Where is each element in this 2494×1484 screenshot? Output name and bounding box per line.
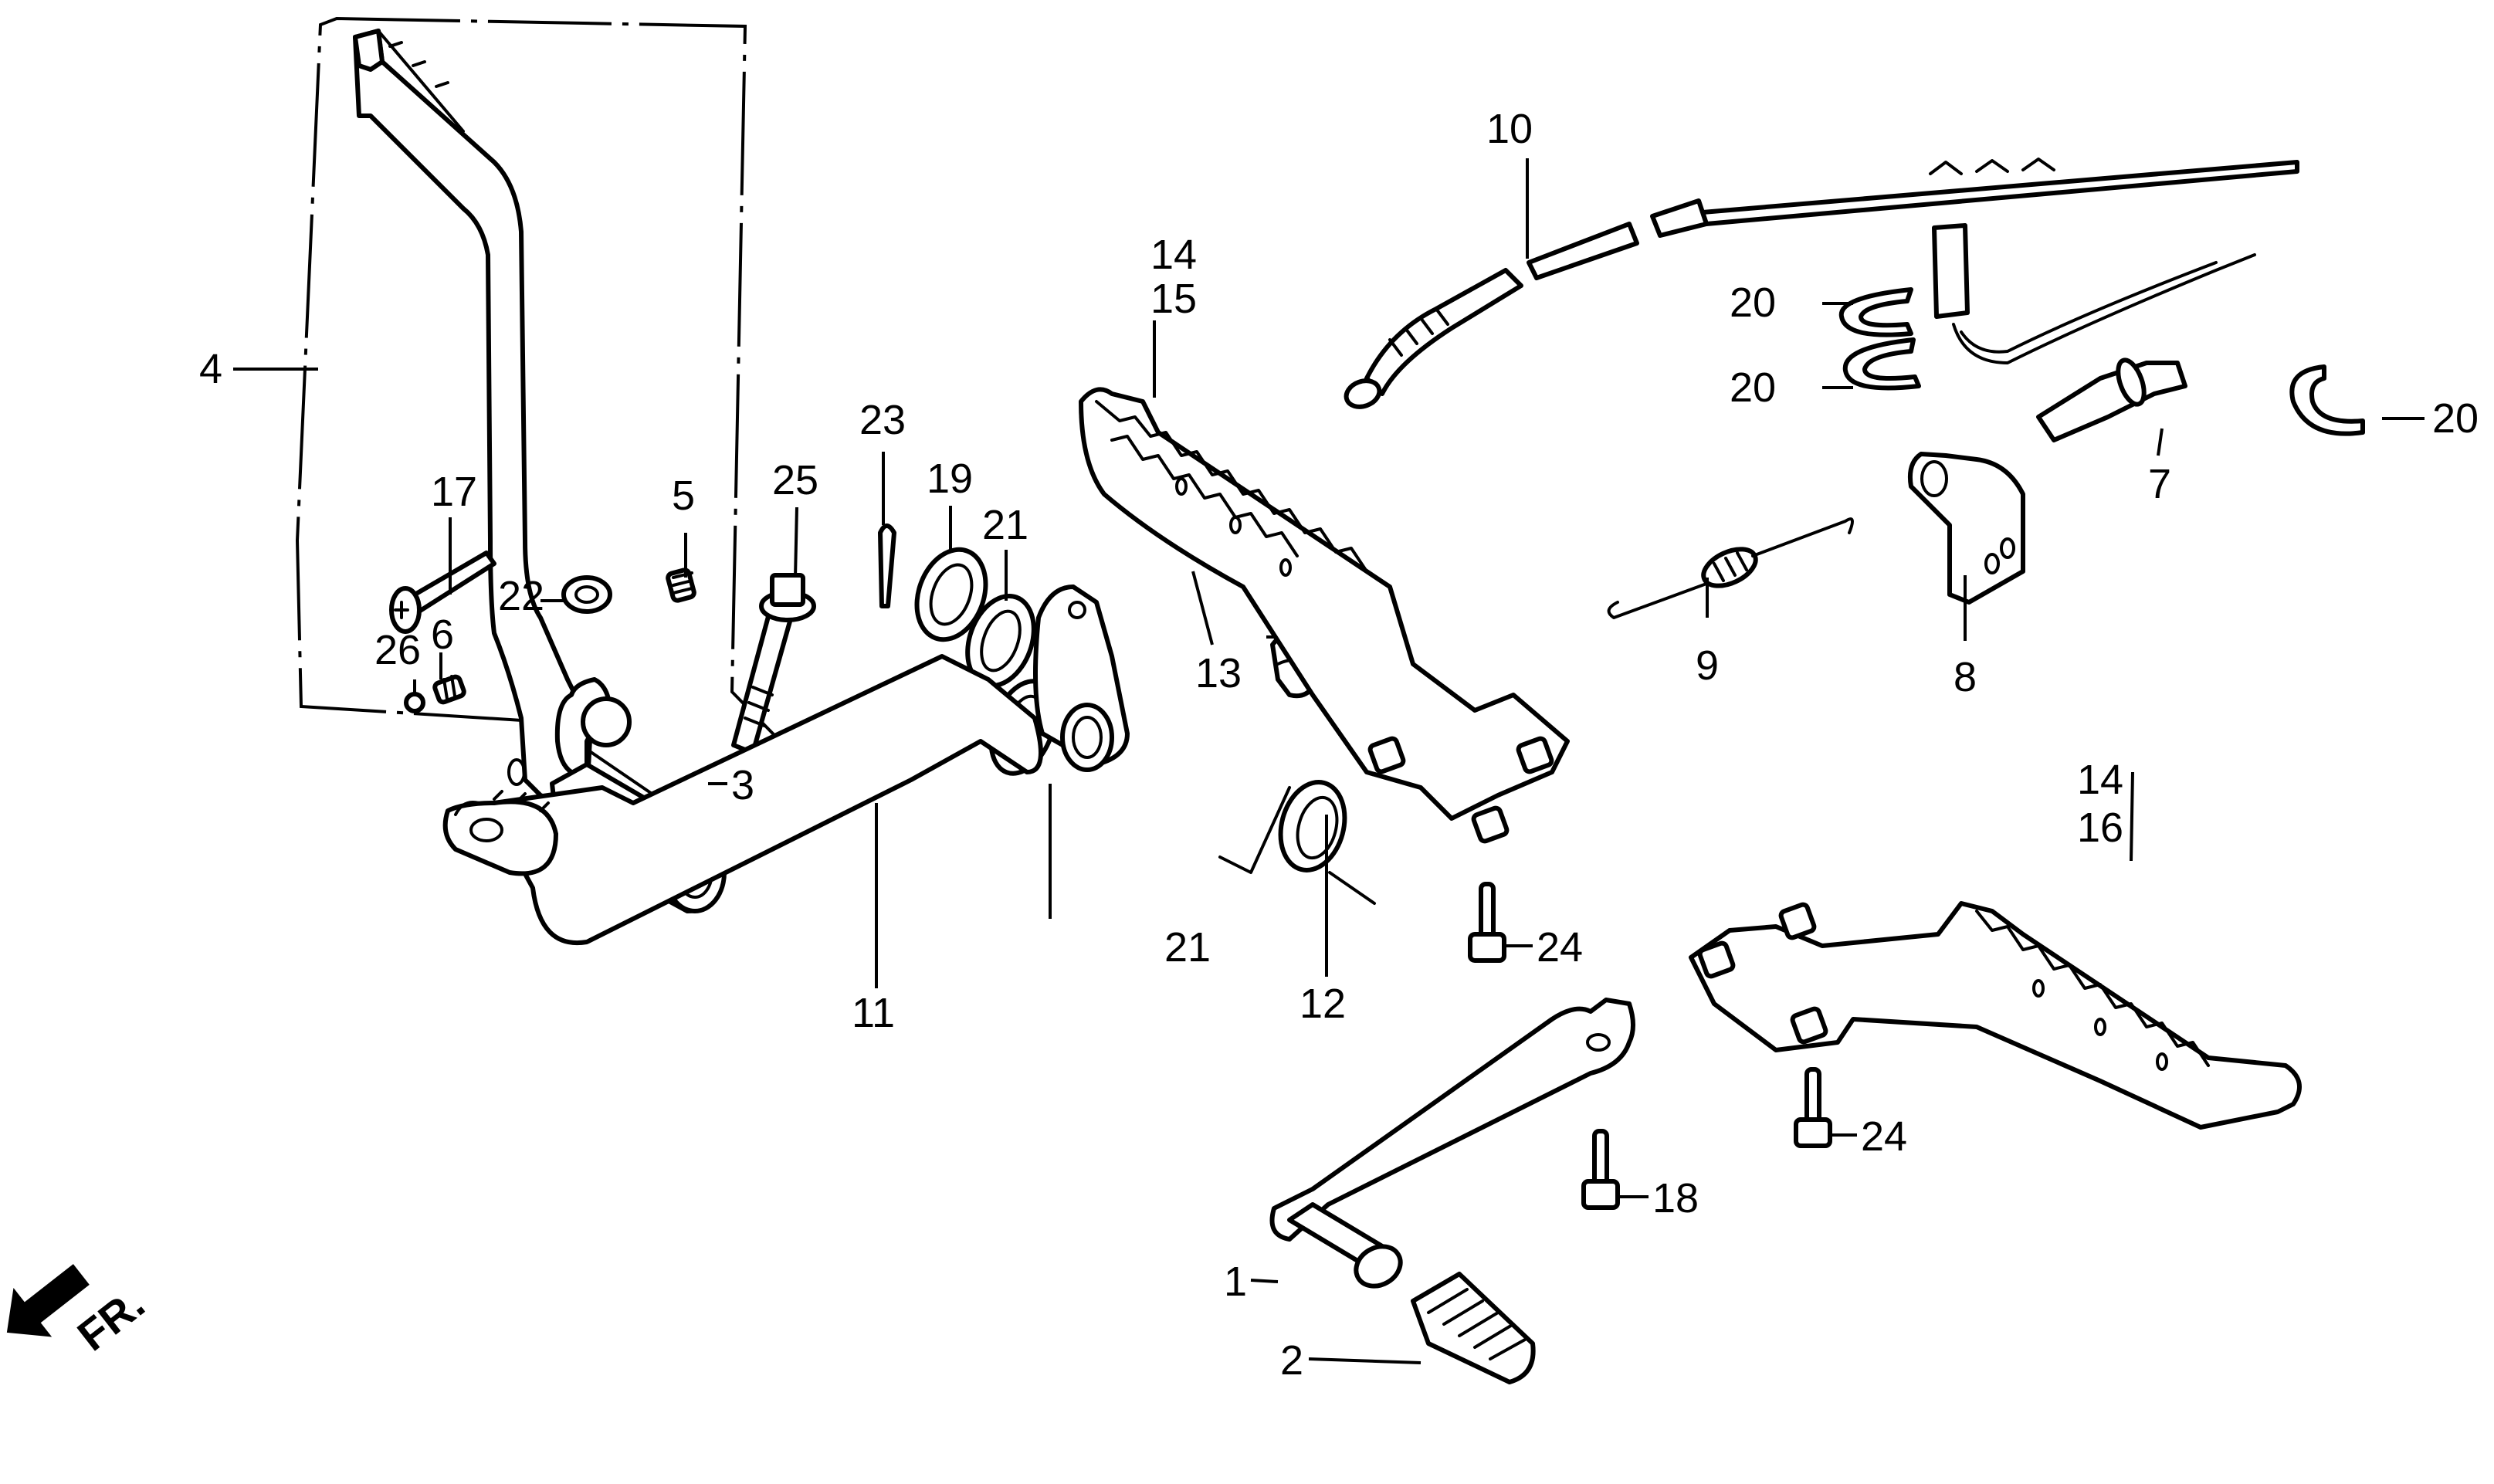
callout-26: 26 <box>374 627 421 673</box>
callout-10: 10 <box>1486 106 1533 152</box>
callout-16: 16 <box>2077 805 2123 851</box>
callout-20-c: 20 <box>2432 395 2479 442</box>
brake-cable-10[interactable] <box>1343 158 2299 412</box>
right-footpeg-15[interactable] <box>1079 387 1570 844</box>
callout-20-b: 20 <box>1730 364 1776 411</box>
callout-24-upper: 24 <box>1537 924 1583 971</box>
callout-14-upper: 14 <box>1150 232 1197 278</box>
callout-25: 25 <box>772 457 818 503</box>
callout-4: 4 <box>199 346 222 392</box>
hole-icon <box>507 758 526 786</box>
callout-6: 6 <box>431 612 454 658</box>
dust-seal-19[interactable] <box>905 540 998 649</box>
brake-light-switch-7[interactable] <box>1932 223 2256 442</box>
return-spring-9[interactable] <box>1607 517 1854 619</box>
flange-bolt-25[interactable] <box>731 573 816 755</box>
switch-bracket-8[interactable] <box>1907 452 2025 605</box>
callout-8: 8 <box>1954 654 1977 700</box>
front-direction-arrow-icon <box>6 1264 90 1337</box>
cotter-pin-23[interactable] <box>878 523 896 608</box>
callout-21-lower: 21 <box>1164 924 1211 971</box>
flange-bolt-24-upper[interactable] <box>1468 882 1506 963</box>
callout-23: 23 <box>859 397 906 443</box>
callout-labels: 4 17 5 25 22 6 26 3 23 19 21 21 11 12 13… <box>199 106 2479 1384</box>
callout-22: 22 <box>498 573 544 619</box>
callout-5: 5 <box>672 473 695 519</box>
washer-22[interactable] <box>561 575 612 614</box>
callout-24-lower: 24 <box>1861 1113 1907 1160</box>
spring-6[interactable] <box>432 674 466 705</box>
left-footpeg-16[interactable] <box>1689 901 2302 1130</box>
callout-15: 15 <box>1150 276 1197 322</box>
callout-2: 2 <box>1280 1337 1303 1384</box>
cable-clamp-20-a[interactable] <box>1838 287 1913 337</box>
pedal-return-spring-12[interactable] <box>1218 775 1376 905</box>
callout-18: 18 <box>1652 1175 1699 1221</box>
callout-1: 1 <box>1224 1259 1247 1305</box>
callout-12: 12 <box>1300 981 1346 1027</box>
callout-7: 7 <box>2148 461 2171 507</box>
pedal-rubber-2[interactable] <box>1411 1272 1536 1384</box>
screw-17[interactable] <box>389 551 496 634</box>
cable-clamp-20-c[interactable] <box>2289 364 2365 436</box>
brake-pedal-11[interactable] <box>442 584 1130 946</box>
callout-17: 17 <box>431 469 477 515</box>
callout-13: 13 <box>1195 650 1242 696</box>
flange-bolt-24-lower[interactable] <box>1794 1067 1832 1148</box>
callout-11: 11 <box>852 990 895 1036</box>
spring-5[interactable] <box>666 568 696 603</box>
callout-19: 19 <box>927 456 973 502</box>
kickstarter-arm[interactable] <box>353 29 593 804</box>
callout-9: 9 <box>1696 642 1719 689</box>
leader-lines <box>233 158 2425 1364</box>
callout-20-a: 20 <box>1730 280 1776 326</box>
steel-ball-26[interactable] <box>404 692 425 713</box>
bolt-18[interactable] <box>1581 1129 1620 1210</box>
callout-14-lower: 14 <box>2077 757 2123 803</box>
callout-21-upper: 21 <box>982 502 1028 548</box>
cable-clamp-20-b[interactable] <box>1842 337 1921 391</box>
callout-3: 3 <box>731 762 754 808</box>
gearshift-pedal-1[interactable] <box>1269 998 1635 1294</box>
